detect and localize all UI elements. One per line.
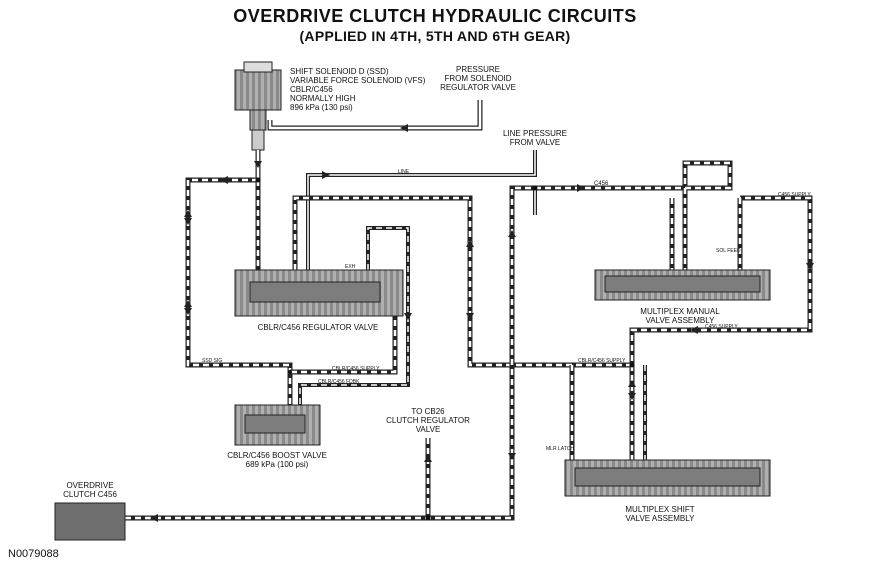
svg-text:OVERDRIVE: OVERDRIVE — [66, 481, 113, 490]
manual-valve-icon — [594, 269, 771, 301]
circuit-label-exh: EXH — [345, 264, 356, 270]
circuit-label-c456-supply: C456 SUPPLY — [778, 192, 811, 198]
regulator-valve-label: CBLR/C456 REGULATOR VALVE — [258, 323, 379, 332]
circuit-label-cblr-fdbk: CBLR/C456 FDBK — [318, 379, 360, 385]
circuit-labels: LINE C456 C456 SUPPLY C456 SUPPLY CBLR/C… — [202, 169, 811, 452]
svg-text:REGULATOR VALVE: REGULATOR VALVE — [440, 83, 516, 92]
svg-text:VALVE ASSEMBLY: VALVE ASSEMBLY — [626, 514, 696, 523]
svg-text:FROM SOLENOID: FROM SOLENOID — [444, 74, 511, 83]
diagram-subtitle: (APPLIED IN 4TH, 5TH AND 6TH GEAR) — [299, 28, 571, 44]
solenoid-label-line: NORMALLY HIGH — [290, 94, 356, 103]
svg-text:MULTIPLEX SHIFT: MULTIPLEX SHIFT — [625, 505, 694, 514]
solenoid-label: SHIFT SOLENOID D (SSD) VARIABLE FORCE SO… — [290, 67, 426, 112]
line-pressure-label: LINE PRESSURE FROM VALVE — [503, 129, 567, 147]
solenoid-label-line: 896 kPa (130 psi) — [290, 103, 353, 112]
overdrive-clutch-icon — [54, 502, 126, 541]
to-cb26-label: TO CB26 CLUTCH REGULATOR VALVE — [386, 407, 470, 434]
svg-text:CLUTCH REGULATOR: CLUTCH REGULATOR — [386, 416, 470, 425]
svg-text:MULTIPLEX MANUAL: MULTIPLEX MANUAL — [640, 307, 720, 316]
boost-valve-label: CBLR/C456 BOOST VALVE 689 kPa (100 psi) — [227, 451, 327, 469]
overdrive-clutch-label: OVERDRIVE CLUTCH C456 — [63, 481, 117, 499]
svg-text:689 kPa (100 psi): 689 kPa (100 psi) — [246, 460, 309, 469]
shift-valve-label: MULTIPLEX SHIFT VALVE ASSEMBLY — [625, 505, 695, 523]
svg-text:TO CB26: TO CB26 — [411, 407, 445, 416]
circuit-label-mlr-latch: MLR LATCH — [546, 446, 574, 452]
circuit-label-line: LINE — [398, 169, 410, 175]
solenoid-label-line: CBLR/C456 — [290, 85, 333, 94]
regulator-valve-icon — [234, 269, 404, 317]
solenoid-label-line: VARIABLE FORCE SOLENOID (VFS) — [290, 76, 426, 85]
flow-arrows — [150, 124, 814, 522]
circuit-label-cblr-supply: CBLR/C456 SUPPLY — [578, 358, 626, 364]
shift-valve-icon — [564, 459, 771, 497]
pressure-from-solenoid-label: PRESSURE FROM SOLENOID REGULATOR VALVE — [440, 65, 516, 92]
circuit-label-ssd-sig: SSD SIG — [202, 358, 222, 364]
boost-valve-icon — [234, 404, 321, 446]
svg-text:FROM VALVE: FROM VALVE — [510, 138, 560, 147]
svg-text:CBLR/C456 BOOST VALVE: CBLR/C456 BOOST VALVE — [227, 451, 327, 460]
svg-text:CLUTCH C456: CLUTCH C456 — [63, 490, 117, 499]
svg-text:PRESSURE: PRESSURE — [456, 65, 500, 74]
diagram-title: OVERDRIVE CLUTCH HYDRAULIC CIRCUITS — [233, 6, 637, 26]
svg-text:VALVE ASSEMBLY: VALVE ASSEMBLY — [646, 316, 716, 325]
svg-text:LINE PRESSURE: LINE PRESSURE — [503, 129, 567, 138]
circuit-label-cblr-supply: CBLR/C456 SUPPLY — [332, 366, 380, 372]
shift-solenoid-icon — [234, 61, 282, 151]
circuit-label-c456-supply: C456 SUPPLY — [705, 324, 738, 330]
circuit-label-sol-feed: SOL FEED — [716, 248, 741, 254]
circuit-label-c456: C456 — [594, 181, 609, 187]
junction-dots — [255, 177, 635, 521]
manual-valve-label: MULTIPLEX MANUAL VALVE ASSEMBLY — [640, 307, 720, 325]
solenoid-label-line: SHIFT SOLENOID D (SSD) — [290, 67, 389, 76]
svg-text:VALVE: VALVE — [416, 425, 441, 434]
figure-id: N0079088 — [8, 548, 59, 560]
